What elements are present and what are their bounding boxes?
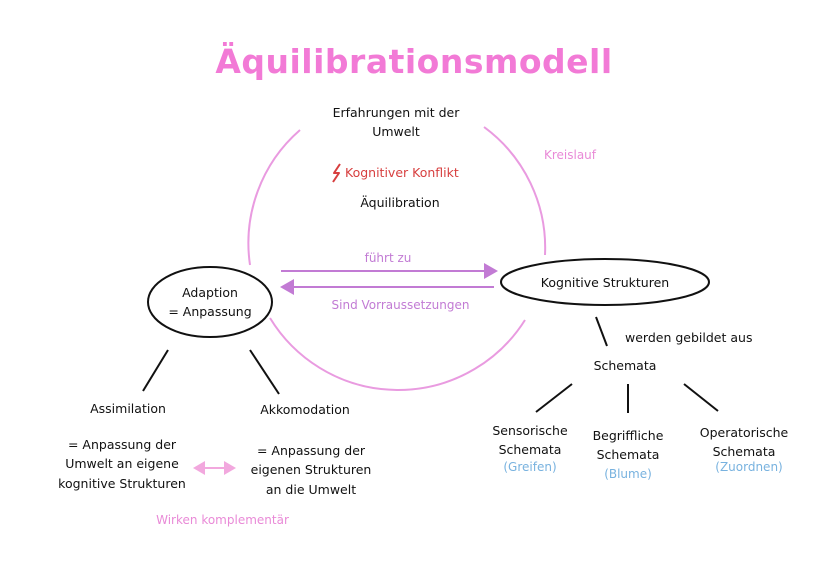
adaption-ellipse bbox=[147, 266, 273, 338]
experience-label: Erfahrungen mit der Umwelt bbox=[332, 105, 460, 140]
line-akkomodation bbox=[249, 349, 280, 395]
cycle-arc-bottom bbox=[269, 317, 526, 391]
lightning-icon bbox=[332, 163, 341, 183]
line-assimilation bbox=[142, 349, 169, 392]
line-sensory bbox=[535, 383, 573, 413]
operational-example: (Zuordnen) bbox=[715, 460, 783, 474]
conceptual-schemata-label: Begriffliche Schemata bbox=[592, 428, 664, 463]
leads-to-label: führt zu bbox=[364, 251, 412, 265]
structures-label: Kognitive Strukturen bbox=[540, 275, 670, 290]
cycle-arc-right bbox=[483, 126, 547, 256]
operational-schemata-label: Operatorische Schemata bbox=[699, 425, 789, 460]
cycle-label: Kreislauf bbox=[543, 148, 597, 162]
conflict-label: Kognitiver Konflikt bbox=[345, 165, 459, 180]
assimilation-desc: = Anpassung der Umwelt an eigene kogniti… bbox=[58, 437, 186, 491]
structures-ellipse bbox=[500, 258, 710, 306]
diagram-title: Äquilibrationsmodell bbox=[215, 42, 613, 81]
akkomodation-desc: = Anpassung der eigenen Strukturen an di… bbox=[250, 443, 372, 497]
schemata-label: Schemata bbox=[593, 358, 657, 373]
line-operational bbox=[683, 383, 719, 412]
formed-from-label: werden gebildet aus bbox=[625, 330, 753, 345]
cycle-arc-left bbox=[247, 129, 301, 266]
prerequisite-label: Sind Vorraussetzungen bbox=[331, 298, 470, 312]
conceptual-example: (Blume) bbox=[604, 467, 652, 481]
complementary-label: Wirken komplementär bbox=[156, 513, 289, 527]
equilibration-label: Äquilibration bbox=[360, 195, 440, 210]
sensory-schemata-label: Sensorische Schemata bbox=[492, 423, 568, 458]
line-schemata bbox=[595, 316, 608, 347]
akkomodation-label: Akkomodation bbox=[260, 402, 350, 417]
adaption-label: Adaption = Anpassung bbox=[168, 285, 252, 320]
assimilation-label: Assimilation bbox=[90, 401, 166, 416]
sensory-example: (Greifen) bbox=[503, 460, 557, 474]
